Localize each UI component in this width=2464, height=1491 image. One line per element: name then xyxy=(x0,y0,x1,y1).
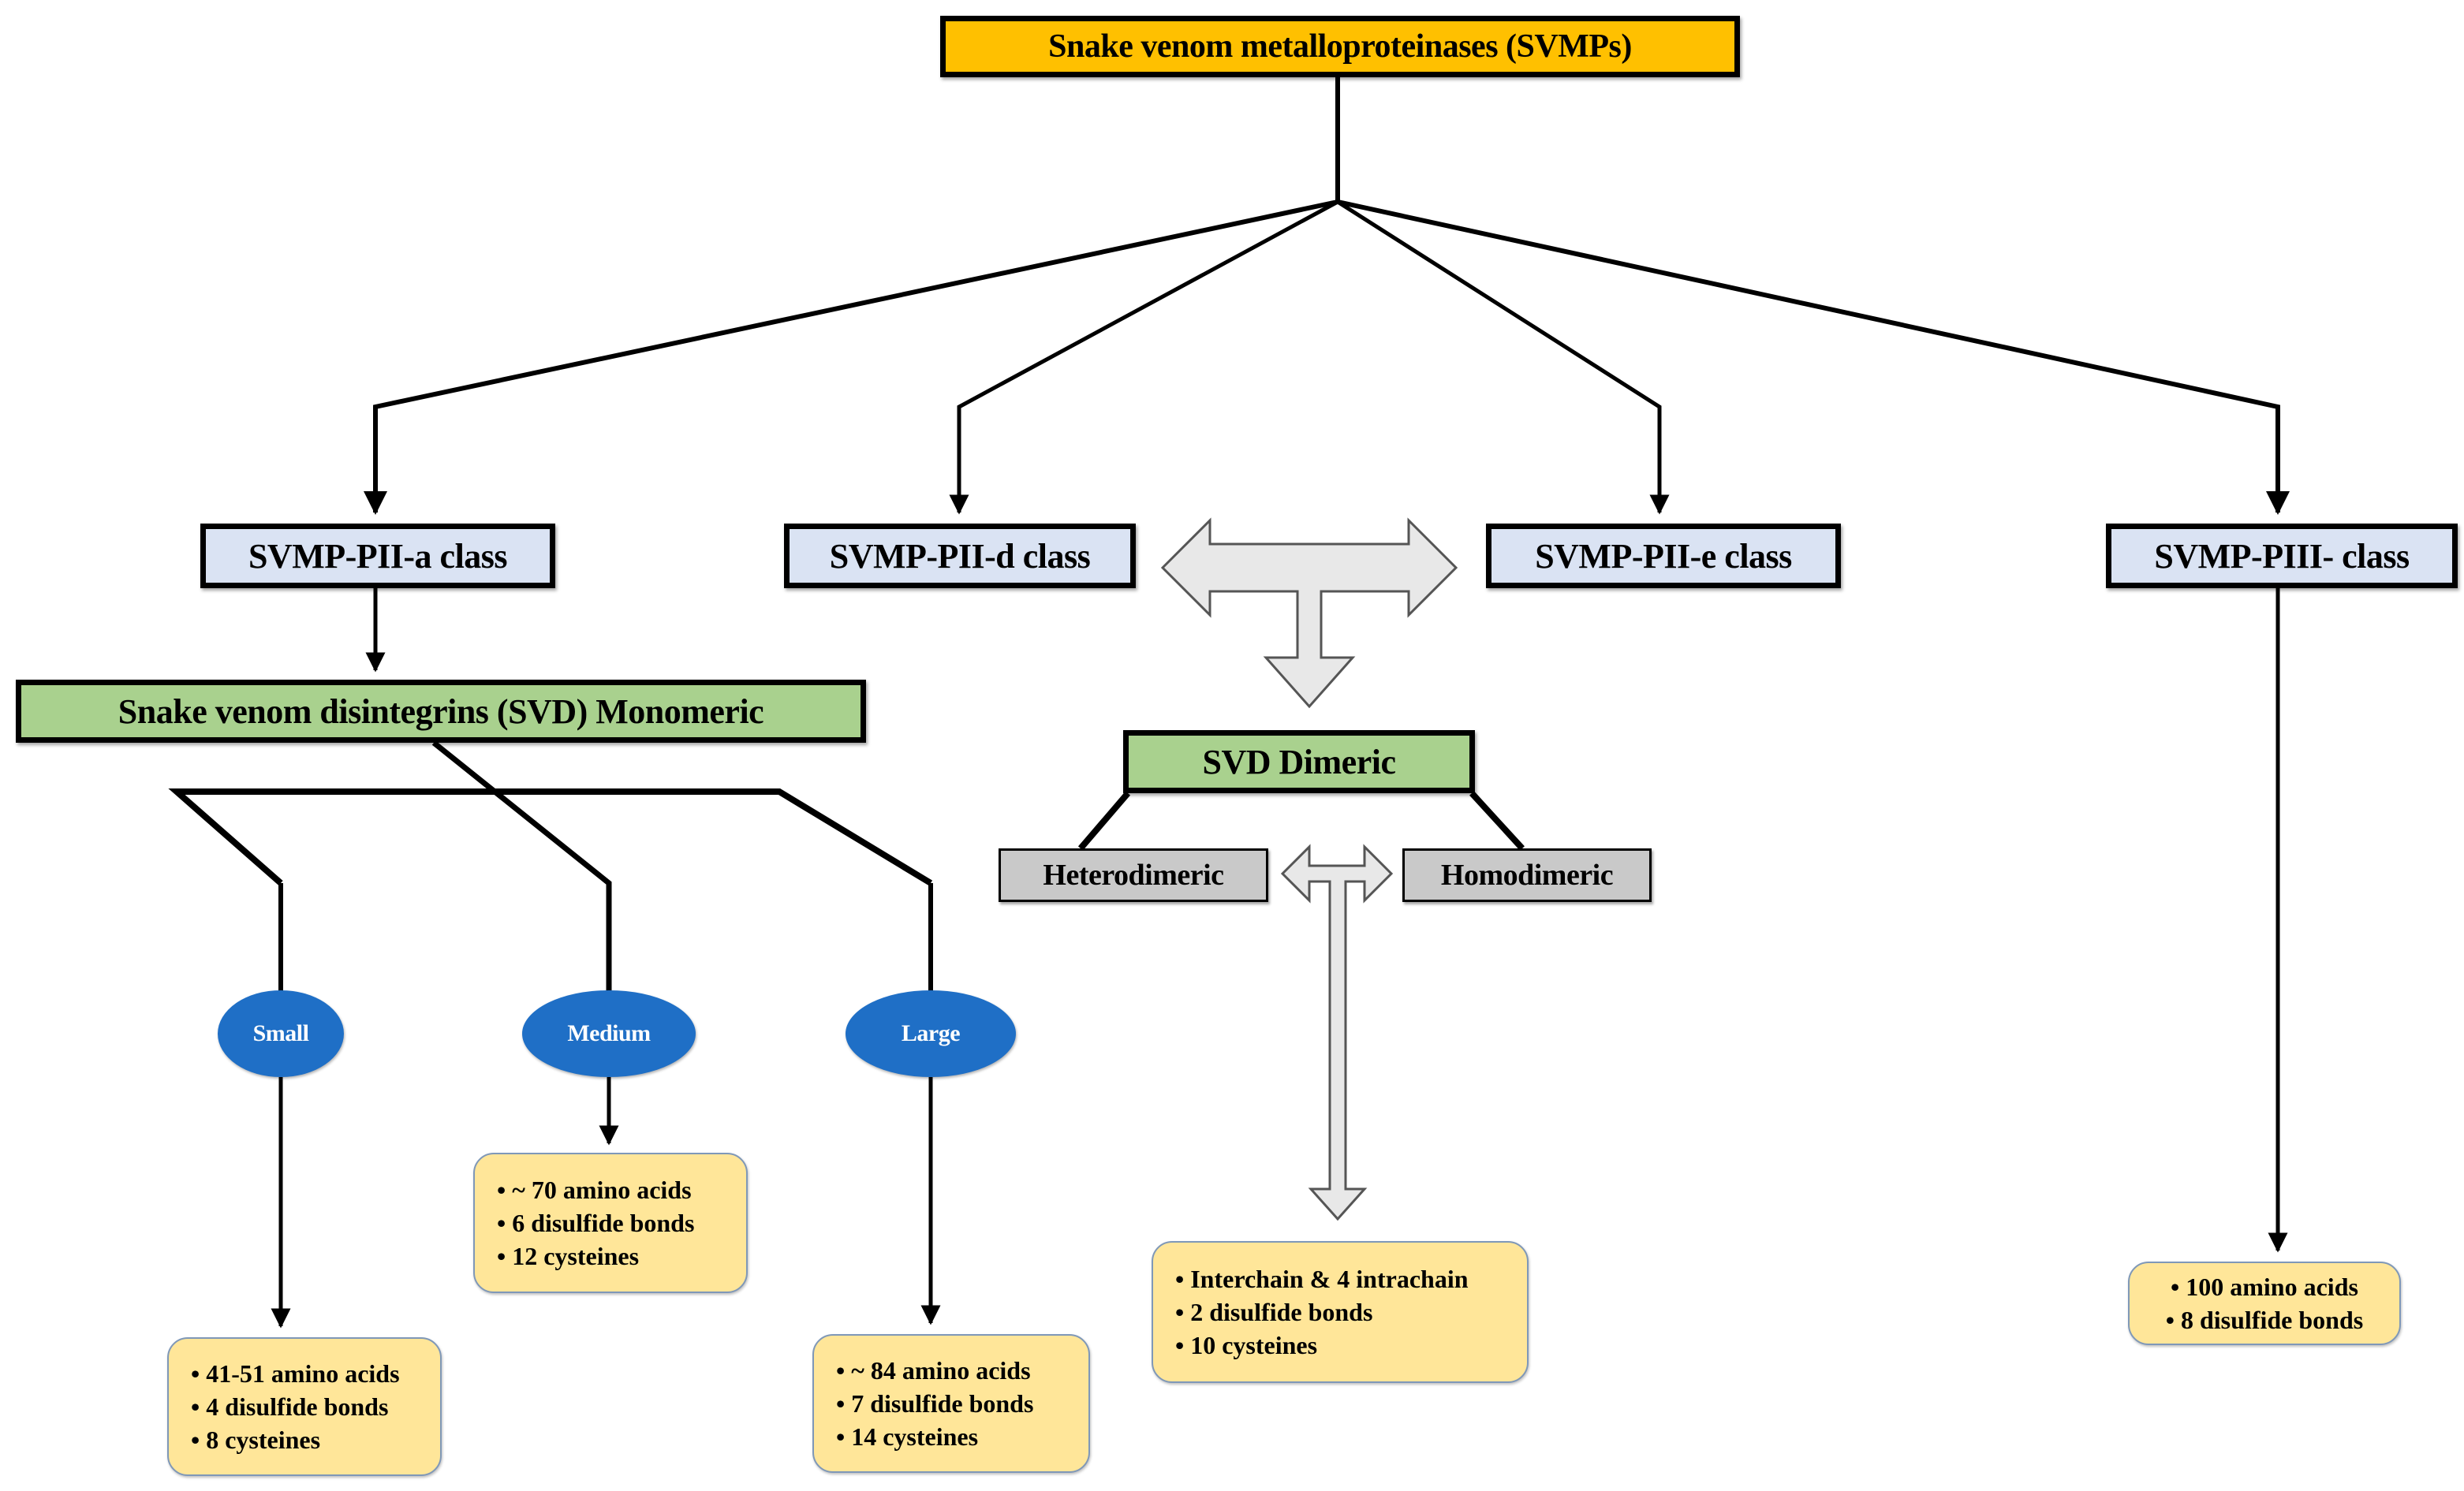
info-item: 8 disulfide bonds xyxy=(2166,1303,2363,1336)
dimeric-to-hetero-line xyxy=(1077,791,1131,851)
dimeric-to-homo-line xyxy=(1469,791,1525,851)
info-item: Interchain & 4 intrachain xyxy=(1175,1262,1527,1295)
svd-dimeric-node: SVD Dimeric xyxy=(1123,730,1475,793)
class-node-pii-a: SVMP-PII-a class xyxy=(200,524,555,588)
branch-to-piii xyxy=(1337,199,2290,515)
info-box-piii: 100 amino acids 8 disulfide bonds xyxy=(2128,1262,2401,1345)
class-node-pii-e: SVMP-PII-e class xyxy=(1486,524,1841,588)
info-item: 100 amino acids xyxy=(2171,1270,2358,1303)
monomeric-to-medium-line xyxy=(431,740,612,1001)
size-ellipse-medium: Medium xyxy=(522,990,696,1077)
class-node-piii: SVMP-PIII- class xyxy=(2106,524,2458,588)
info-box-dimeric: Interchain & 4 intrachain 2 disulfide bo… xyxy=(1152,1241,1529,1383)
info-box-medium: ~ 70 amino acids 6 disulfide bonds 12 cy… xyxy=(473,1153,748,1293)
size-split-bar xyxy=(168,788,933,886)
info-item: 10 cysteines xyxy=(1175,1329,1527,1362)
svd-monomeric-node: Snake venom disintegrins (SVD) Monomeric xyxy=(16,680,866,743)
t-arrow-icon-large xyxy=(1160,517,1458,709)
branch-to-pii-e xyxy=(1336,199,1670,515)
info-item: 8 cysteines xyxy=(191,1423,440,1456)
class-node-pii-d: SVMP-PII-d class xyxy=(784,524,1136,588)
t-arrow-icon-small xyxy=(1280,844,1394,1221)
info-item: 6 disulfide bonds xyxy=(497,1206,746,1239)
info-item: 4 disulfide bonds xyxy=(191,1390,440,1423)
branch-to-pii-d xyxy=(949,199,1339,515)
heterodimeric-node: Heterodimeric xyxy=(999,848,1268,902)
root-node-svmps: Snake venom metalloproteinases (SVMPs) xyxy=(940,16,1740,77)
info-item: 14 cysteines xyxy=(836,1420,1088,1453)
info-box-large: ~ 84 amino acids 7 disulfide bonds 14 cy… xyxy=(812,1334,1090,1473)
info-item: ~ 70 amino acids xyxy=(497,1173,746,1206)
info-item: 12 cysteines xyxy=(497,1239,746,1273)
info-item: ~ 84 amino acids xyxy=(836,1354,1088,1387)
info-item: 7 disulfide bonds xyxy=(836,1387,1088,1420)
size-ellipse-small: Small xyxy=(218,990,344,1077)
info-item: 2 disulfide bonds xyxy=(1175,1295,1527,1329)
size-ellipse-large: Large xyxy=(846,990,1016,1077)
homodimeric-node: Homodimeric xyxy=(1402,848,1652,902)
branch-to-pii-a xyxy=(364,199,1338,515)
info-item: 41-51 amino acids xyxy=(191,1357,440,1390)
info-box-small: 41-51 amino acids 4 disulfide bonds 8 cy… xyxy=(167,1337,442,1476)
